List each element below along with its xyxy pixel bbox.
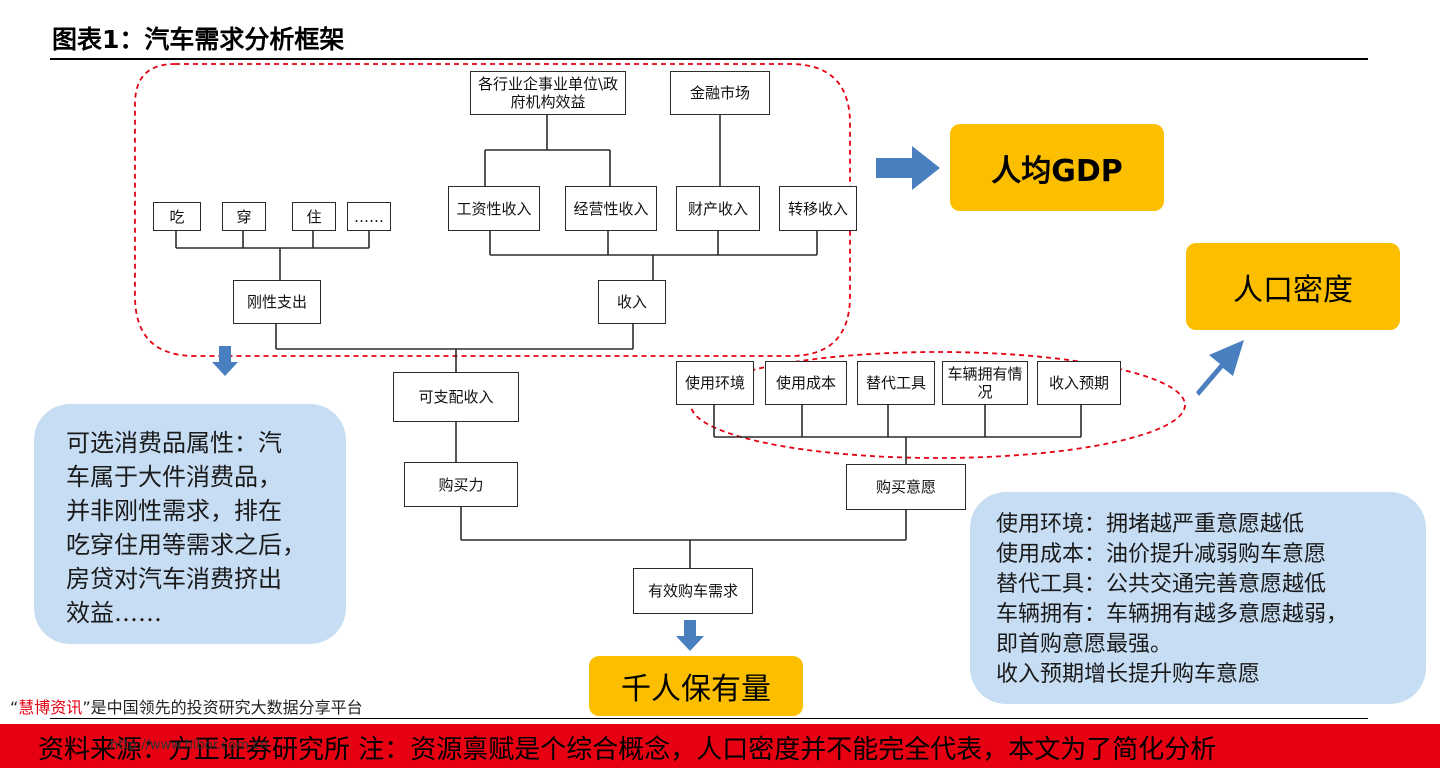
slogan-brand: 慧博资讯 <box>18 698 83 717</box>
note-left-line: 房贷对汽车消费挤出 <box>66 565 282 593</box>
highlight-cars-per-thousand: 千人保有量 <box>589 656 803 716</box>
highlight-population-density: 人口密度 <box>1186 243 1400 330</box>
figure-title: 图表1：汽车需求分析框架 <box>52 25 345 54</box>
arrow-up-right-to-density <box>1196 340 1244 396</box>
box-usage-environment: 使用环境 <box>676 361 754 405</box>
box-rigid-expense: 刚性支出 <box>233 280 321 324</box>
box-wear: 穿 <box>222 202 266 231</box>
footer-divider <box>50 718 1368 719</box>
note-right-line: 使用环境：拥堵越严重意愿越低 <box>996 512 1305 537</box>
arrow-down-to-per-thousand <box>676 620 704 651</box>
slogan-text: 是中国领先的投资研究大数据分享平台 <box>90 698 363 717</box>
arrow-right-to-gdp <box>876 146 940 190</box>
box-disposable-income: 可支配收入 <box>393 372 519 422</box>
note-right-line: 车辆拥有：车辆拥有越多意愿越弱， <box>996 602 1349 627</box>
box-etc: …… <box>347 202 391 231</box>
note-right-line: 使用成本：油价提升减弱购车意愿 <box>996 542 1327 567</box>
highlight-gdp-per-capita: 人均GDP <box>950 124 1164 211</box>
box-financial-market: 金融市场 <box>670 71 770 115</box>
box-live: 住 <box>292 202 336 231</box>
slogan-open-quote: “ <box>10 698 19 717</box>
box-business-income: 经营性收入 <box>565 186 657 231</box>
source-note: 资料来源：方正证券研究所 注：资源禀赋是个综合概念，人口密度并不能完全代表，本文… <box>38 735 1217 765</box>
box-transfer-income: 转移收入 <box>779 186 857 231</box>
box-substitute: 替代工具 <box>857 361 935 405</box>
watermark-url[interactable]: http://www.hibor.com.cn <box>110 738 269 753</box>
note-left-line: 车属于大件消费品， <box>66 463 282 491</box>
watermark-slogan: “慧博资讯”是中国领先的投资研究大数据分享平台 <box>10 694 363 718</box>
note-left-line: 并非刚性需求，排在 <box>66 497 282 525</box>
box-vehicle-ownership: 车辆拥有情况 <box>942 361 1028 405</box>
note-left-line: 效益…… <box>66 599 162 627</box>
box-purchasing-power: 购买力 <box>404 462 518 507</box>
box-eat: 吃 <box>153 202 201 231</box>
arrow-down-to-note-left <box>212 346 238 376</box>
note-optional-consumer-goods: 可选消费品属性：汽 车属于大件消费品， 并非刚性需求，排在 吃穿住用等需求之后，… <box>34 404 346 644</box>
note-intent-factors: 使用环境：拥堵越严重意愿越低 使用成本：油价提升减弱购车意愿 替代工具：公共交通… <box>970 492 1426 704</box>
note-right-line: 替代工具：公共交通完善意愿越低 <box>996 572 1327 597</box>
box-wage-income: 工资性收入 <box>448 186 540 231</box>
note-left-line: 可选消费品属性：汽 <box>66 429 282 457</box>
note-right-line: 即首购意愿最强。 <box>996 632 1173 657</box>
income-region-outline <box>134 63 851 357</box>
slogan-close-quote: ” <box>82 698 91 717</box>
note-left-line: 吃穿住用等需求之后， <box>66 531 306 559</box>
box-income: 收入 <box>598 280 666 324</box>
title-divider <box>50 58 1368 60</box>
box-enterprise-benefit: 各行业企事业单位\政府机构效益 <box>470 71 626 115</box>
intent-region-outline <box>690 351 1186 459</box>
footer-bar <box>0 724 1440 768</box>
box-purchase-intent: 购买意愿 <box>846 464 966 510</box>
box-property-income: 财产收入 <box>676 186 760 231</box>
box-income-expectation: 收入预期 <box>1037 361 1121 405</box>
box-usage-cost: 使用成本 <box>765 361 847 405</box>
box-effective-demand: 有效购车需求 <box>633 568 753 614</box>
note-right-line: 收入预期增长提升购车意愿 <box>996 662 1261 687</box>
